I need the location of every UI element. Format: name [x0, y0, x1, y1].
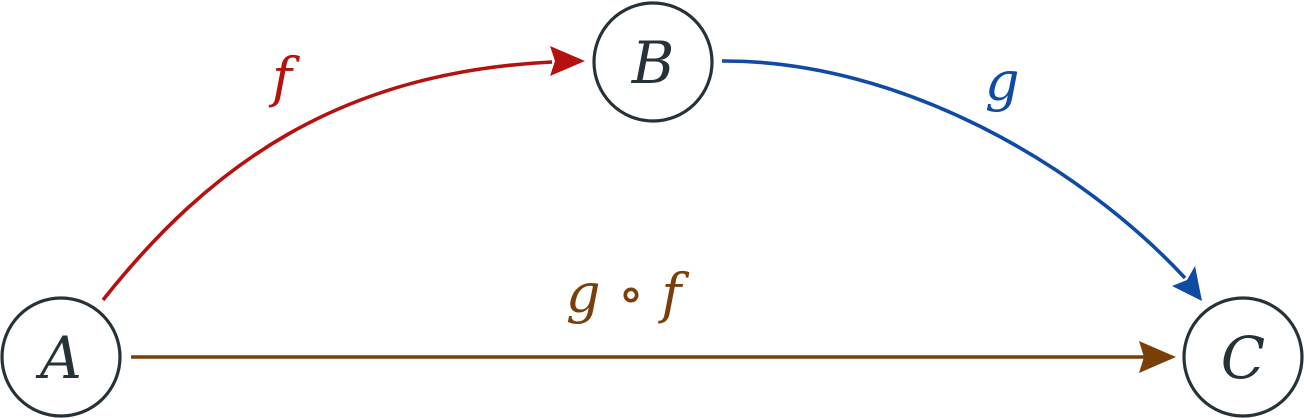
edge-f: f [101, 46, 585, 302]
edge-gf-label: g ∘ f [566, 262, 689, 325]
edge-g: g [721, 50, 1202, 301]
edge-g-arrowhead [1172, 266, 1202, 301]
node-a-label: A [35, 324, 82, 392]
edge-gf: g ∘ f [131, 262, 1176, 373]
edge-g-label: g [985, 50, 1020, 113]
node-c-label: C [1221, 324, 1265, 392]
edge-f-line [101, 60, 553, 302]
node-a-circle [0, 296, 122, 418]
node-c: C [1182, 296, 1304, 418]
node-a: A [0, 296, 122, 418]
edge-gf-arrowhead [1139, 341, 1176, 373]
edge-f-arrowhead [550, 46, 585, 76]
node-b-circle [592, 1, 714, 123]
edge-f-label: f [268, 46, 300, 109]
node-b-label: B [631, 29, 675, 97]
edge-g-line [721, 59, 1187, 280]
node-c-circle [1182, 296, 1304, 418]
node-b: B [592, 1, 714, 123]
